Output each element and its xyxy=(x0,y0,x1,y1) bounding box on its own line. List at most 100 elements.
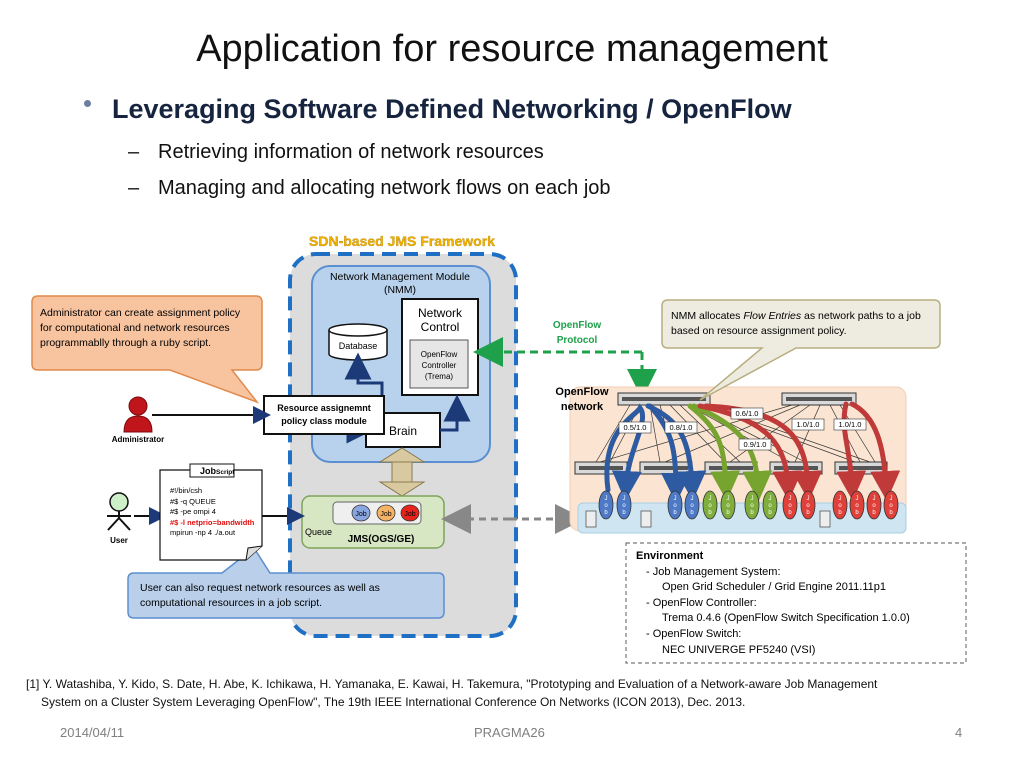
environment-box xyxy=(625,542,967,664)
queued-job-1-label: Job xyxy=(355,511,366,518)
openflow-protocol-label-1: OpenFlow xyxy=(553,320,602,331)
flow-red-3 xyxy=(849,401,901,501)
job-script-fold xyxy=(245,545,263,561)
openflow-protocol-label-2: Protocol xyxy=(557,335,598,346)
job-node-letter: b xyxy=(622,510,626,516)
policy-label-1: Resource assignemnt xyxy=(277,403,371,413)
job-node-letter: b xyxy=(690,510,694,516)
job-node-letter: b xyxy=(768,510,772,516)
job-node-red xyxy=(866,490,882,520)
job-node-letter: J xyxy=(807,496,810,502)
idle-node xyxy=(585,510,597,528)
brain-jms-double-arrow xyxy=(378,447,426,497)
callout-user-bubble xyxy=(127,546,445,619)
callout-nmm-after: as network paths to a job based on resou… xyxy=(671,310,921,337)
job-node-letter: o xyxy=(806,503,810,509)
openflow-network-label-2: network xyxy=(561,401,604,413)
queued-job-2 xyxy=(376,504,396,522)
job-script-tab xyxy=(189,463,235,478)
flow-blue-1 xyxy=(604,403,646,501)
nmm-label-2: (NMM) xyxy=(384,284,416,296)
sub-bullet-2: –Managing and allocating network flows o… xyxy=(128,177,611,199)
job-node-letter: J xyxy=(709,496,712,502)
flow-green-2 xyxy=(691,403,773,501)
edge-switch-5 xyxy=(834,461,888,475)
bullet-marker xyxy=(84,100,91,107)
openflow-controller-box xyxy=(409,339,469,389)
database-label: Database xyxy=(339,341,378,351)
bandwidth-label-3: 0.8/1.0 xyxy=(670,423,693,432)
job-node-green xyxy=(744,490,760,520)
job-node-letter: J xyxy=(674,496,677,502)
job-node-letter: J xyxy=(856,496,859,502)
administrator-label: Administrator xyxy=(112,435,164,444)
job-script-line-highlight: #$ -l netprio=bandwidth xyxy=(170,517,255,527)
edge-switch-4 xyxy=(769,461,823,475)
job-node-letter: b xyxy=(889,510,893,516)
job-node-blue xyxy=(616,490,632,520)
compute-nodes xyxy=(585,490,899,528)
job-node-letter: b xyxy=(872,510,876,516)
job-node-letter: J xyxy=(873,496,876,502)
environment-line-3: - OpenFlow Controller: xyxy=(646,596,757,609)
bandwidth-label-2: 0.5/1.0 xyxy=(624,423,647,432)
openflow-controller-line-1: OpenFlow xyxy=(421,350,458,359)
job-node-green xyxy=(762,490,778,520)
flow-blue-2 xyxy=(645,403,707,501)
idle-node xyxy=(640,510,652,528)
openflow-controller-line-3: (Trema) xyxy=(425,372,453,381)
job-node-letter: o xyxy=(788,503,792,509)
queue-label: Queue xyxy=(305,527,332,537)
job-node-letter: b xyxy=(673,510,677,516)
job-node-letter: J xyxy=(691,496,694,502)
job-script-line: #!/bin/csh xyxy=(170,486,203,495)
job-node-letter: J xyxy=(605,496,608,502)
edge-switch-1 xyxy=(574,461,628,475)
callout-nmm-text: NMM allocates Flow Entries as network pa… xyxy=(671,309,933,339)
environment-line-4: Trema 0.4.6 (OpenFlow Switch Specificati… xyxy=(662,612,910,625)
jms-label: JMS(OGS/GE) xyxy=(348,534,415,545)
job-node-letter: b xyxy=(806,510,810,516)
job-node-green xyxy=(720,490,736,520)
queued-job-2-label: Job xyxy=(380,511,391,518)
queued-job-1 xyxy=(351,504,371,522)
footer-page-number: 4 xyxy=(955,725,963,740)
environment-line-2: Open Grid Scheduler / Grid Engine 2011.1… xyxy=(662,581,887,594)
job-node-letter: o xyxy=(622,503,626,509)
callout-user-text: User can also request network resources … xyxy=(140,582,380,609)
database-icon xyxy=(328,323,388,361)
bandwidth-label-6: 0.9/1.0 xyxy=(744,440,767,449)
slide-title: Application for resource management xyxy=(196,28,828,70)
flow-red-4 xyxy=(836,401,867,501)
job-node-red xyxy=(800,490,816,520)
nmm-label-1: Network Management Module xyxy=(330,271,470,283)
main-bullet: Leveraging Software Defined Networking /… xyxy=(112,94,792,124)
job-node-blue xyxy=(684,490,700,520)
job-node-red xyxy=(782,490,798,520)
callout-admin-bubble xyxy=(31,295,263,404)
user-label: User xyxy=(110,536,128,545)
callout-admin-text: Administrator can create assignment poli… xyxy=(40,307,241,349)
job-script-line: mpirun -np 4 ./a.out xyxy=(170,528,236,538)
reference: [1] Y. Watashiba, Y. Kido, S. Date, H. A… xyxy=(26,675,1006,711)
flow-green-1 xyxy=(687,403,741,501)
policy-label-2: policy class module xyxy=(281,416,367,426)
job-node-letter: b xyxy=(708,510,712,516)
environment-title: Environment xyxy=(636,550,704,562)
job-script-line: #$ -q QUEUE xyxy=(170,496,216,506)
job-node-letter: J xyxy=(890,496,893,502)
core-switch-2 xyxy=(781,392,857,406)
bandwidth-label-5: 1.0/1.0 xyxy=(839,420,862,429)
queued-job-3 xyxy=(400,504,420,522)
openflow-network-label-1: OpenFlow xyxy=(555,386,609,398)
job-node-letter: b xyxy=(604,510,608,516)
openflow-controller-line-2: Controller xyxy=(422,361,457,370)
environment-line-6: NEC UNIVERGE PF5240 (VSI) xyxy=(662,643,816,656)
job-script-line: #$ -pe ompi 4 xyxy=(170,507,216,517)
framework-label: SDN-based JMS Framework xyxy=(309,233,495,249)
network-control-label-1: Network xyxy=(418,306,463,320)
brain-to-control-arrow xyxy=(440,394,471,432)
administrator-icon xyxy=(123,396,153,433)
callout-nmm-emphasis: Flow Entries xyxy=(743,310,802,322)
